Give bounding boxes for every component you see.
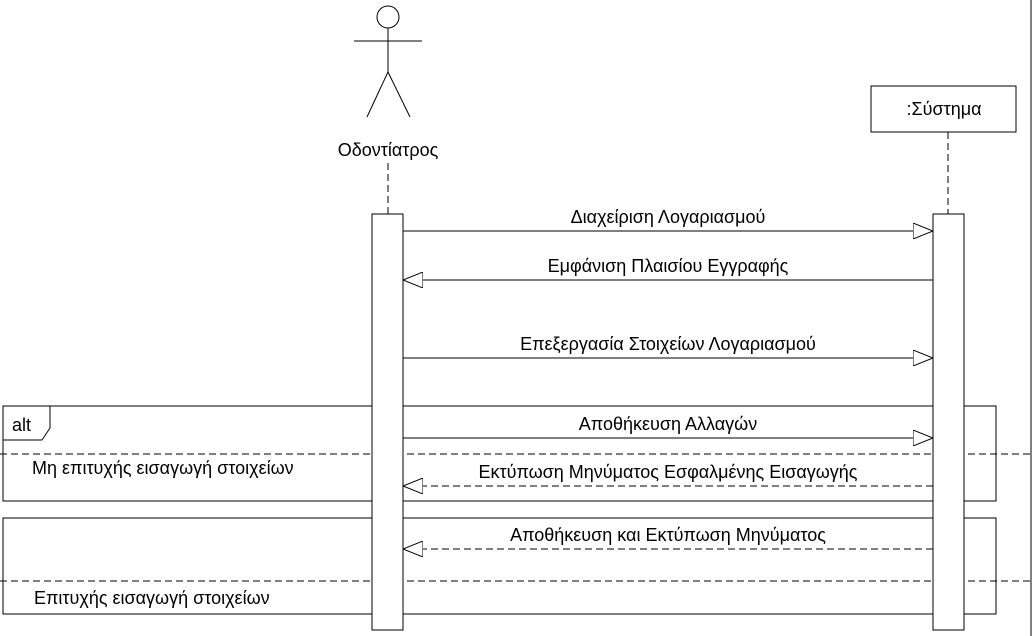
message-3: Επεξεργασία Στοιχείων Λογαριασμού bbox=[403, 334, 933, 358]
alt-operator-tab bbox=[3, 405, 51, 441]
alt-guard-label: Μη επιτυχής εισαγωγή στοιχείων bbox=[32, 458, 294, 478]
message-5: Εκτύπωση Μηνύματος Εσφαλμένης Εισαγωγής bbox=[403, 462, 933, 486]
system-box bbox=[870, 85, 1017, 133]
message-1: Διαχείριση Λογαριασμού bbox=[403, 207, 933, 231]
stick-figure-actor-icon bbox=[354, 5, 422, 118]
second-fragment-frame bbox=[2, 517, 997, 615]
message-2: Εμφάνιση Πλαισίου Εγγραφής bbox=[403, 256, 933, 280]
actor-activation-bar bbox=[371, 213, 404, 631]
message-4: Αποθήκευση Αλλαγών bbox=[403, 414, 933, 438]
system-name: :Σύστημα bbox=[907, 99, 982, 119]
message-4-label: Αποθήκευση Αλλαγών bbox=[579, 414, 757, 434]
alt-operator-label: alt bbox=[12, 415, 31, 435]
actor-participant[interactable]: Οδοντίατρος bbox=[338, 5, 439, 160]
actor-name: Οδοντίατρος bbox=[338, 140, 439, 160]
second-guard-label: Επιτυχής εισαγωγή στοιχείων bbox=[34, 588, 270, 608]
message-1-label: Διαχείριση Λογαριασμού bbox=[571, 207, 766, 227]
system-activation-bar bbox=[932, 213, 965, 631]
message-3-label: Επεξεργασία Στοιχείων Λογαριασμού bbox=[520, 334, 816, 354]
message-6: Αποθήκευση και Εκτύπωση Μηνύματος bbox=[403, 525, 933, 549]
alt-fragment: alt Μη επιτυχής εισαγωγή στοιχείων bbox=[0, 405, 1031, 502]
system-participant[interactable]: :Σύστημα bbox=[870, 85, 1017, 133]
message-2-label: Εμφάνιση Πλαισίου Εγγραφής bbox=[548, 256, 789, 276]
message-5-label: Εκτύπωση Μηνύματος Εσφαλμένης Εισαγωγής bbox=[478, 462, 857, 482]
message-6-label: Αποθήκευση και Εκτύπωση Μηνύματος bbox=[510, 525, 826, 545]
second-fragment: Επιτυχής εισαγωγή στοιχείων bbox=[0, 517, 1031, 615]
